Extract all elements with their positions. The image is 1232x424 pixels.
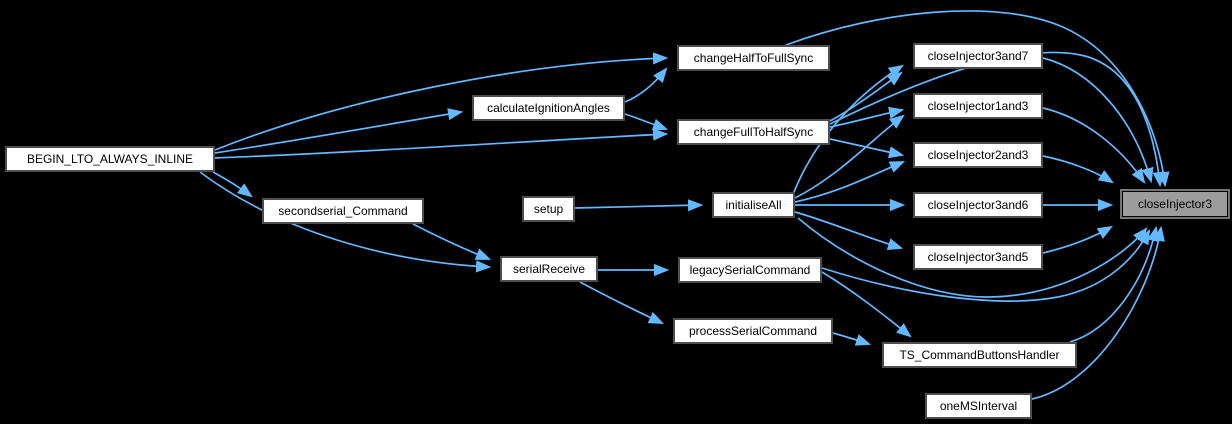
edge-changefull-to-ci13 <box>829 106 905 128</box>
edge-process-to-ts <box>832 332 872 346</box>
edge-legacy-to-ts <box>821 271 912 338</box>
edge-secondserial-to-serialrecv <box>412 223 492 260</box>
edge-ci35-to-ci3 <box>1042 225 1113 254</box>
node-closeInjector1and3[interactable]: closeInjector1and3 <box>913 93 1043 119</box>
node-oneMSInterval[interactable]: oneMSInterval <box>925 393 1032 419</box>
edge-begin-to-calcign <box>214 108 464 154</box>
edge-begin-to-changefull <box>214 128 669 159</box>
edge-begin-to-serialrecv <box>199 171 492 273</box>
node-setup[interactable]: setup <box>522 196 575 222</box>
edge-ci23-to-ci3 <box>1042 155 1114 184</box>
edge-changefull-to-ci23 <box>829 138 905 159</box>
edge-changefull-to-ci3 <box>829 51 1165 188</box>
node-closeInjector3and6[interactable]: closeInjector3and6 <box>913 192 1043 218</box>
node-closeInjector3: closeInjector3 <box>1120 189 1230 219</box>
edge-onems-to-ci3 <box>1031 225 1165 400</box>
edge-ts-to-ci3 <box>1069 225 1160 343</box>
edge-begin-to-changehalf <box>214 52 669 151</box>
node-changeFullToHalfSync[interactable]: changeFullToHalfSync <box>677 119 830 145</box>
edge-calcign-to-changefull <box>624 113 669 131</box>
edge-begin-to-secondserial <box>212 171 253 198</box>
edge-initall-to-ci23 <box>794 161 906 203</box>
edge-initall-to-ci13 <box>794 114 905 199</box>
node-BEGIN_LTO_ALWAYS_INLINE[interactable]: BEGIN_LTO_ALWAYS_INLINE <box>5 146 215 172</box>
edge-initall-to-ci37 <box>793 64 904 193</box>
edge-setup-to-initall <box>574 199 704 212</box>
edge-calcign-to-changehalf <box>624 67 668 103</box>
edge-ci37-to-ci3 <box>1042 57 1154 184</box>
node-changeHalfToFullSync[interactable]: changeHalfToFullSync <box>677 45 830 71</box>
node-closeInjector3and7[interactable]: closeInjector3and7 <box>913 43 1043 69</box>
node-closeInjector2and3[interactable]: closeInjector2and3 <box>913 142 1043 168</box>
edge-initall-to-ci35 <box>794 211 904 251</box>
node-processSerialCommand[interactable]: processSerialCommand <box>673 318 833 344</box>
edge-serialrecv-to-process <box>579 281 665 324</box>
edge-changehalf-to-ci3 <box>785 10 1170 188</box>
edge-ci13-to-ci3 <box>1042 107 1146 184</box>
edge-initall-to-ci3 <box>797 217 1148 298</box>
node-calculateIgnitionAngles[interactable]: calculateIgnitionAngles <box>472 95 625 121</box>
node-closeInjector3and5[interactable]: closeInjector3and5 <box>913 244 1043 270</box>
node-serialReceive[interactable]: serialReceive <box>500 256 598 282</box>
node-legacySerialCommand[interactable]: legacySerialCommand <box>678 257 822 283</box>
edge-legacy-to-ci3 <box>821 228 1151 302</box>
node-TS_CommandButtonsHandler[interactable]: TS_CommandButtonsHandler <box>882 342 1077 368</box>
node-secondserial_Command[interactable]: secondserial_Command <box>262 198 424 224</box>
node-initialiseAll[interactable]: initialiseAll <box>712 192 795 218</box>
